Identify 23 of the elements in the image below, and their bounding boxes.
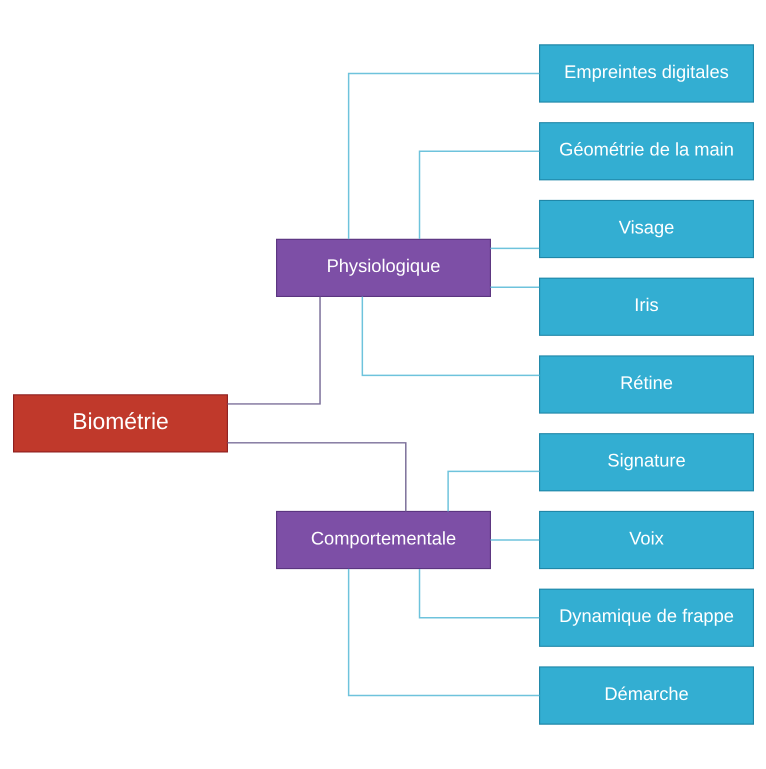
node-box: Visage — [538, 200, 754, 258]
node-box: Comportementale — [276, 510, 490, 570]
connector — [446, 470, 539, 512]
connector — [490, 286, 539, 288]
node-box: Iris — [538, 278, 754, 336]
node-box: Démarche — [538, 666, 754, 725]
connector — [227, 442, 406, 512]
node-box: Dynamique de frappe — [538, 588, 754, 647]
node-box: Physiologique — [276, 238, 490, 298]
node-box: Empreintes digitales — [538, 44, 754, 103]
connector — [361, 296, 539, 376]
connector — [418, 568, 539, 619]
node-box: Rétine — [538, 355, 754, 414]
node-box: Géométrie de la main — [538, 122, 754, 180]
node-box: Biométrie — [12, 394, 228, 453]
connector — [490, 248, 539, 250]
node-box: Voix — [538, 510, 754, 570]
connector — [347, 568, 539, 696]
connector — [490, 539, 539, 541]
connector — [418, 150, 539, 240]
connector — [347, 72, 539, 240]
node-box: Signature — [538, 433, 754, 492]
connector — [227, 296, 320, 405]
